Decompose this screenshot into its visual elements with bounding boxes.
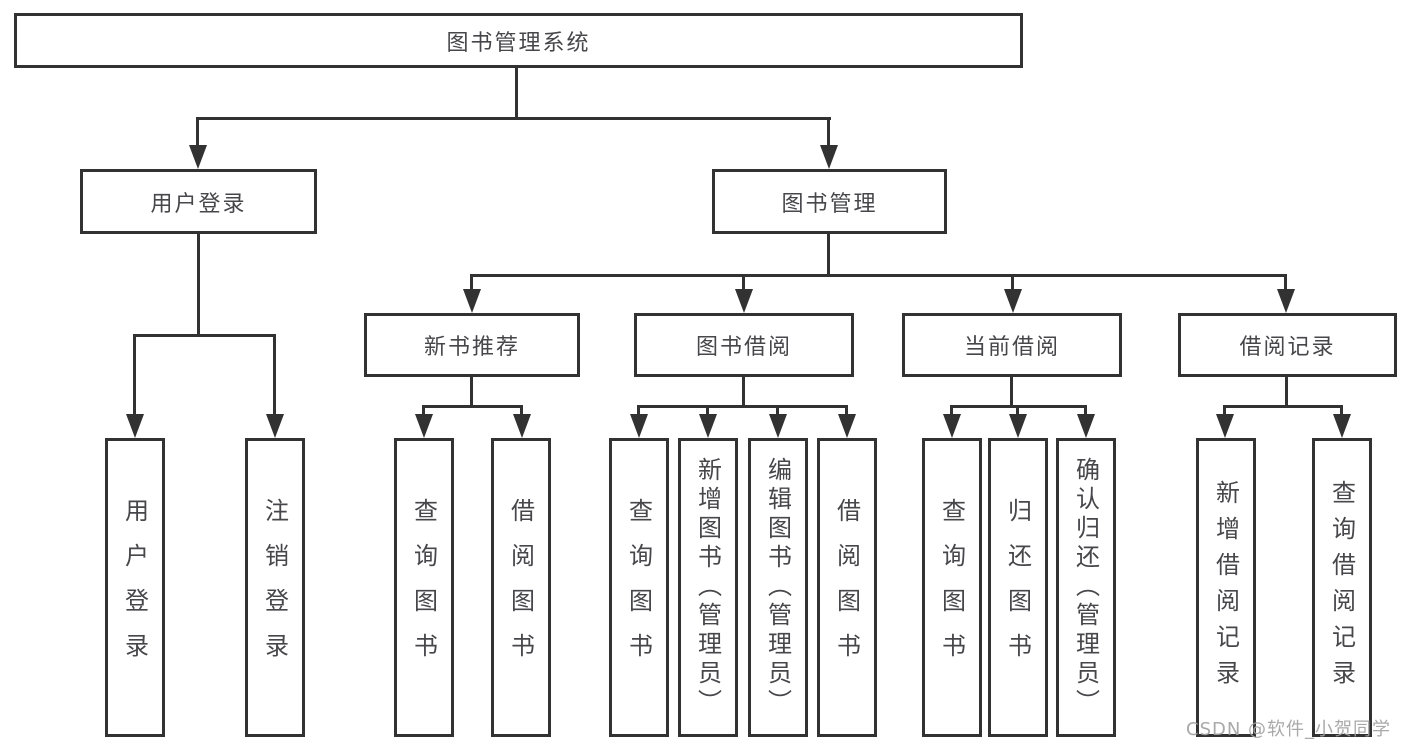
leaf-query-book-1: 查询图书 (394, 438, 454, 737)
leaf-user-login: 用户登录 (105, 438, 165, 737)
connector-line (1010, 377, 1013, 406)
node-book-management-label: 图书管理 (781, 191, 878, 217)
connector-line (827, 234, 830, 275)
connector-line (422, 405, 425, 417)
leaf-return-book: 归还图书 (988, 438, 1048, 737)
leaf-add-book-label: 新增图书（管理员） (693, 457, 722, 718)
leaf-logout: 注销登录 (245, 438, 305, 737)
node-user-login-label: 用户登录 (150, 191, 247, 217)
node-current-borrow-label: 当前借阅 (963, 335, 1060, 360)
node-book-borrow: 图书借阅 (634, 313, 854, 377)
arrow-down-icon (630, 414, 648, 438)
arrow-down-icon (463, 289, 481, 313)
leaf-return-book-label: 归还图书 (1003, 497, 1032, 678)
connector-line (742, 274, 745, 292)
node-book-management: 图书管理 (712, 169, 947, 234)
connector-line (827, 117, 830, 149)
connector-line (637, 405, 640, 417)
arrow-down-icon (1009, 414, 1027, 438)
connector-line (706, 405, 709, 417)
arrow-down-icon (820, 145, 838, 169)
arrow-down-icon (513, 414, 531, 438)
connector-line (845, 405, 848, 417)
csdn-watermark: CSDN @软件_小贺同学 (1186, 719, 1392, 740)
leaf-logout-label: 注销登录 (260, 497, 289, 678)
leaf-confirm-return: 确认归还（管理员） (1056, 438, 1116, 737)
leaf-borrow-book-1: 借阅图书 (491, 438, 551, 737)
leaf-borrow-book-2: 借阅图书 (817, 438, 877, 737)
connector-line (1340, 405, 1343, 417)
connector-line (776, 405, 779, 417)
connector-line (470, 274, 1287, 277)
leaf-query-book-2: 查询图书 (609, 438, 669, 737)
leaf-edit-book: 编辑图书（管理员） (748, 438, 808, 737)
leaf-query-borrow-record-label: 查询借阅记录 (1327, 479, 1356, 696)
connector-line (1284, 274, 1287, 292)
arrow-down-icon (735, 289, 753, 313)
node-new-book-recommend-label: 新书推荐 (423, 335, 520, 360)
leaf-query-book-1-label: 查询图书 (409, 497, 438, 678)
leaf-query-borrow-record: 查询借阅记录 (1312, 438, 1372, 737)
connector-line (133, 334, 136, 416)
leaf-add-borrow-record-label: 新增借阅记录 (1211, 479, 1240, 696)
arrow-down-icon (699, 414, 717, 438)
connector-line (470, 274, 473, 292)
connector-line (196, 117, 831, 120)
connector-line (950, 405, 953, 417)
leaf-add-book: 新增图书（管理员） (678, 438, 738, 737)
node-current-borrow: 当前借阅 (902, 313, 1122, 377)
connector-line (196, 117, 199, 149)
leaf-confirm-return-label: 确认归还（管理员） (1071, 457, 1100, 718)
arrow-down-icon (1277, 289, 1295, 313)
leaf-user-login-label: 用户登录 (120, 497, 149, 678)
connector-line (1016, 405, 1019, 417)
connector-line (1285, 377, 1288, 406)
connector-line (742, 377, 745, 406)
connector-line (133, 334, 276, 337)
leaf-add-borrow-record: 新增借阅记录 (1196, 438, 1256, 737)
node-user-login: 用户登录 (80, 169, 317, 234)
connector-line (1084, 405, 1087, 417)
node-root: 图书管理系统 (14, 13, 1023, 68)
node-root-label: 图书管理系统 (446, 30, 591, 56)
arrow-down-icon (266, 414, 284, 438)
arrow-down-icon (838, 414, 856, 438)
connector-line (637, 405, 848, 408)
node-new-book-recommend: 新书推荐 (364, 313, 580, 377)
connector-line (520, 405, 523, 417)
node-borrow-record: 借阅记录 (1178, 313, 1397, 377)
leaf-edit-book-label: 编辑图书（管理员） (763, 457, 792, 718)
connector-line (422, 405, 523, 408)
arrow-down-icon (1077, 414, 1095, 438)
connector-line (470, 377, 473, 406)
leaf-query-book-3: 查询图书 (922, 438, 982, 737)
leaf-query-book-2-label: 查询图书 (624, 497, 653, 678)
node-book-borrow-label: 图书借阅 (695, 335, 792, 360)
connector-line (197, 234, 200, 335)
arrow-down-icon (189, 145, 207, 169)
node-borrow-record-label: 借阅记录 (1239, 335, 1336, 360)
connector-line (1223, 405, 1226, 417)
arrow-down-icon (943, 414, 961, 438)
arrow-down-icon (1333, 414, 1351, 438)
arrow-down-icon (1216, 414, 1234, 438)
connector-line (273, 334, 276, 416)
connector-line (1011, 274, 1014, 292)
connector-line (1223, 405, 1343, 408)
leaf-query-book-3-label: 查询图书 (937, 497, 966, 678)
leaf-borrow-book-2-label: 借阅图书 (832, 497, 861, 678)
arrow-down-icon (769, 414, 787, 438)
connector-line (515, 68, 518, 118)
arrow-down-icon (1004, 289, 1022, 313)
arrow-down-icon (126, 414, 144, 438)
arrow-down-icon (415, 414, 433, 438)
leaf-borrow-book-1-label: 借阅图书 (506, 497, 535, 678)
